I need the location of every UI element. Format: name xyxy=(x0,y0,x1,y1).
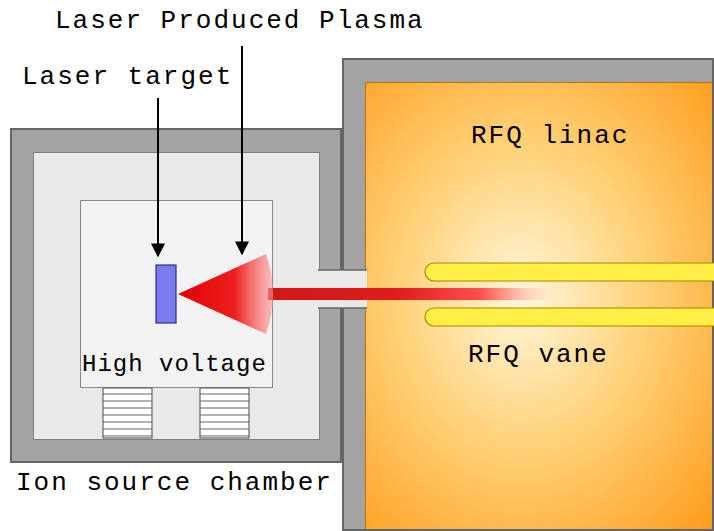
plasma-label: Laser Produced Plasma xyxy=(55,6,425,36)
leader-arrow xyxy=(241,46,243,254)
ion-source-chamber: High voltageIon source chamber xyxy=(10,128,342,463)
ion-beam xyxy=(268,288,553,300)
port-wall xyxy=(318,269,367,271)
node-label: RFQ linac xyxy=(471,121,629,151)
rfq-vane xyxy=(425,308,714,326)
rfq-vane xyxy=(425,263,714,281)
insulator xyxy=(103,388,152,438)
target-label: Laser target xyxy=(22,62,233,92)
high-voltage-platform: High voltage xyxy=(80,200,273,388)
port-wall xyxy=(318,307,367,309)
rfq-linac-tank: RFQ linac xyxy=(342,58,714,531)
plasma-plume xyxy=(178,254,273,334)
beam-port xyxy=(318,270,367,308)
node-label: High voltage xyxy=(82,351,267,378)
vane-label: RFQ vane xyxy=(468,340,609,370)
leader-arrow xyxy=(157,98,159,256)
node-label: Ion source chamber xyxy=(16,468,333,498)
laser-target xyxy=(156,265,176,323)
insulator xyxy=(200,388,249,438)
